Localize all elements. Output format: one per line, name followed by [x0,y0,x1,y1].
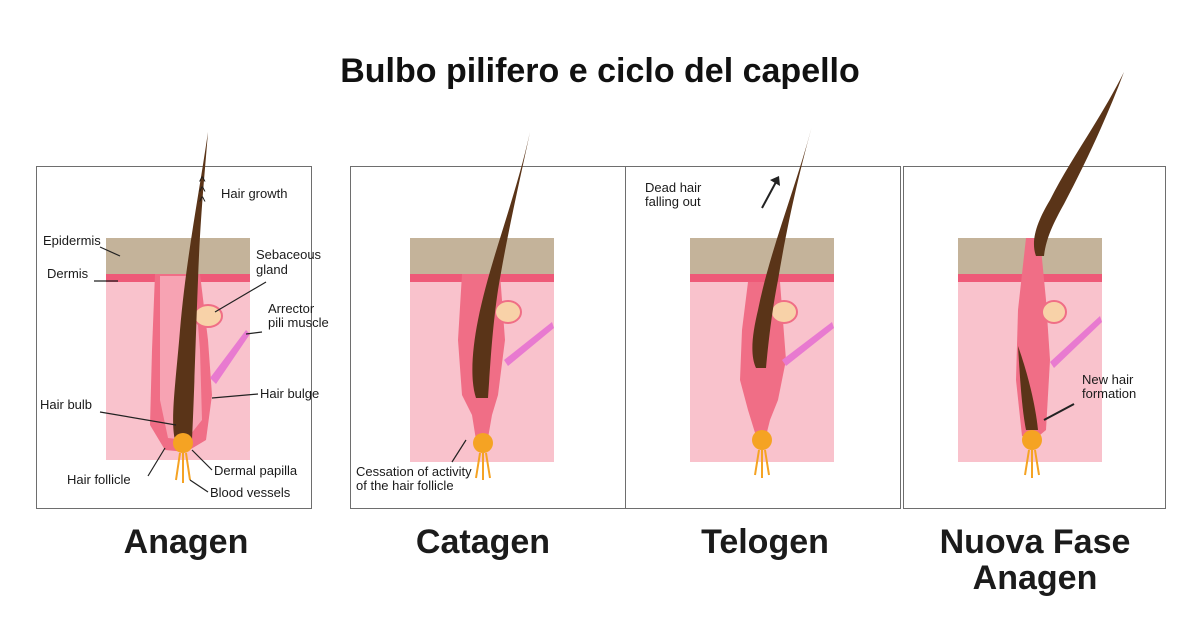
label-new-hair-2: formation [1082,386,1136,401]
label-dead-hair-2: falling out [645,194,701,209]
label-dermal-papilla: Dermal papilla [214,463,298,478]
dermal-papilla [473,433,493,453]
label-hair-follicle: Hair follicle [67,472,131,487]
stage-label-telogen: Telogen [615,524,915,560]
anagen-illustration: ^ ^ ^ Hair growth Epidermis Dermis Sebac… [40,132,329,500]
label-arrector-2: pili muscle [268,315,329,330]
label-sebaceous-2: gland [256,262,288,277]
stage-label-anagen: Anagen [36,524,336,560]
stage-label-catagen: Catagen [333,524,633,560]
telogen-illustration: Dead hair falling out [645,126,834,478]
catagen-illustration: Cessation of activity of the hair follic… [356,132,554,493]
label-cessation-1: Cessation of activity [356,464,472,479]
new-anagen-illustration: New hair formation [958,72,1136,478]
falling-hair-shaft [1034,72,1124,256]
epidermis-layer [106,238,250,274]
label-sebaceous-1: Sebaceous [256,247,322,262]
sebaceous-gland [1042,301,1066,323]
label-blood-vessels: Blood vessels [210,485,291,500]
arrow-up-icon [762,182,776,208]
label-hair-bulge: Hair bulge [260,386,319,401]
sebaceous-gland [194,305,222,327]
dermal-papilla [752,430,772,450]
label-arrector-1: Arrector [268,301,315,316]
label-hair-bulb: Hair bulb [40,397,92,412]
sebaceous-gland [771,301,797,323]
label-cessation-2: of the hair follicle [356,478,454,493]
label-new-hair-1: New hair [1082,372,1134,387]
sebaceous-gland [495,301,521,323]
label-hair-growth: Hair growth [221,186,287,201]
dermal-papilla [1022,430,1042,450]
label-epidermis: Epidermis [43,233,101,248]
caret-icon: ^ [199,193,206,209]
label-dermis: Dermis [47,266,89,281]
label-dead-hair-1: Dead hair [645,180,702,195]
dermal-papilla [173,433,193,453]
